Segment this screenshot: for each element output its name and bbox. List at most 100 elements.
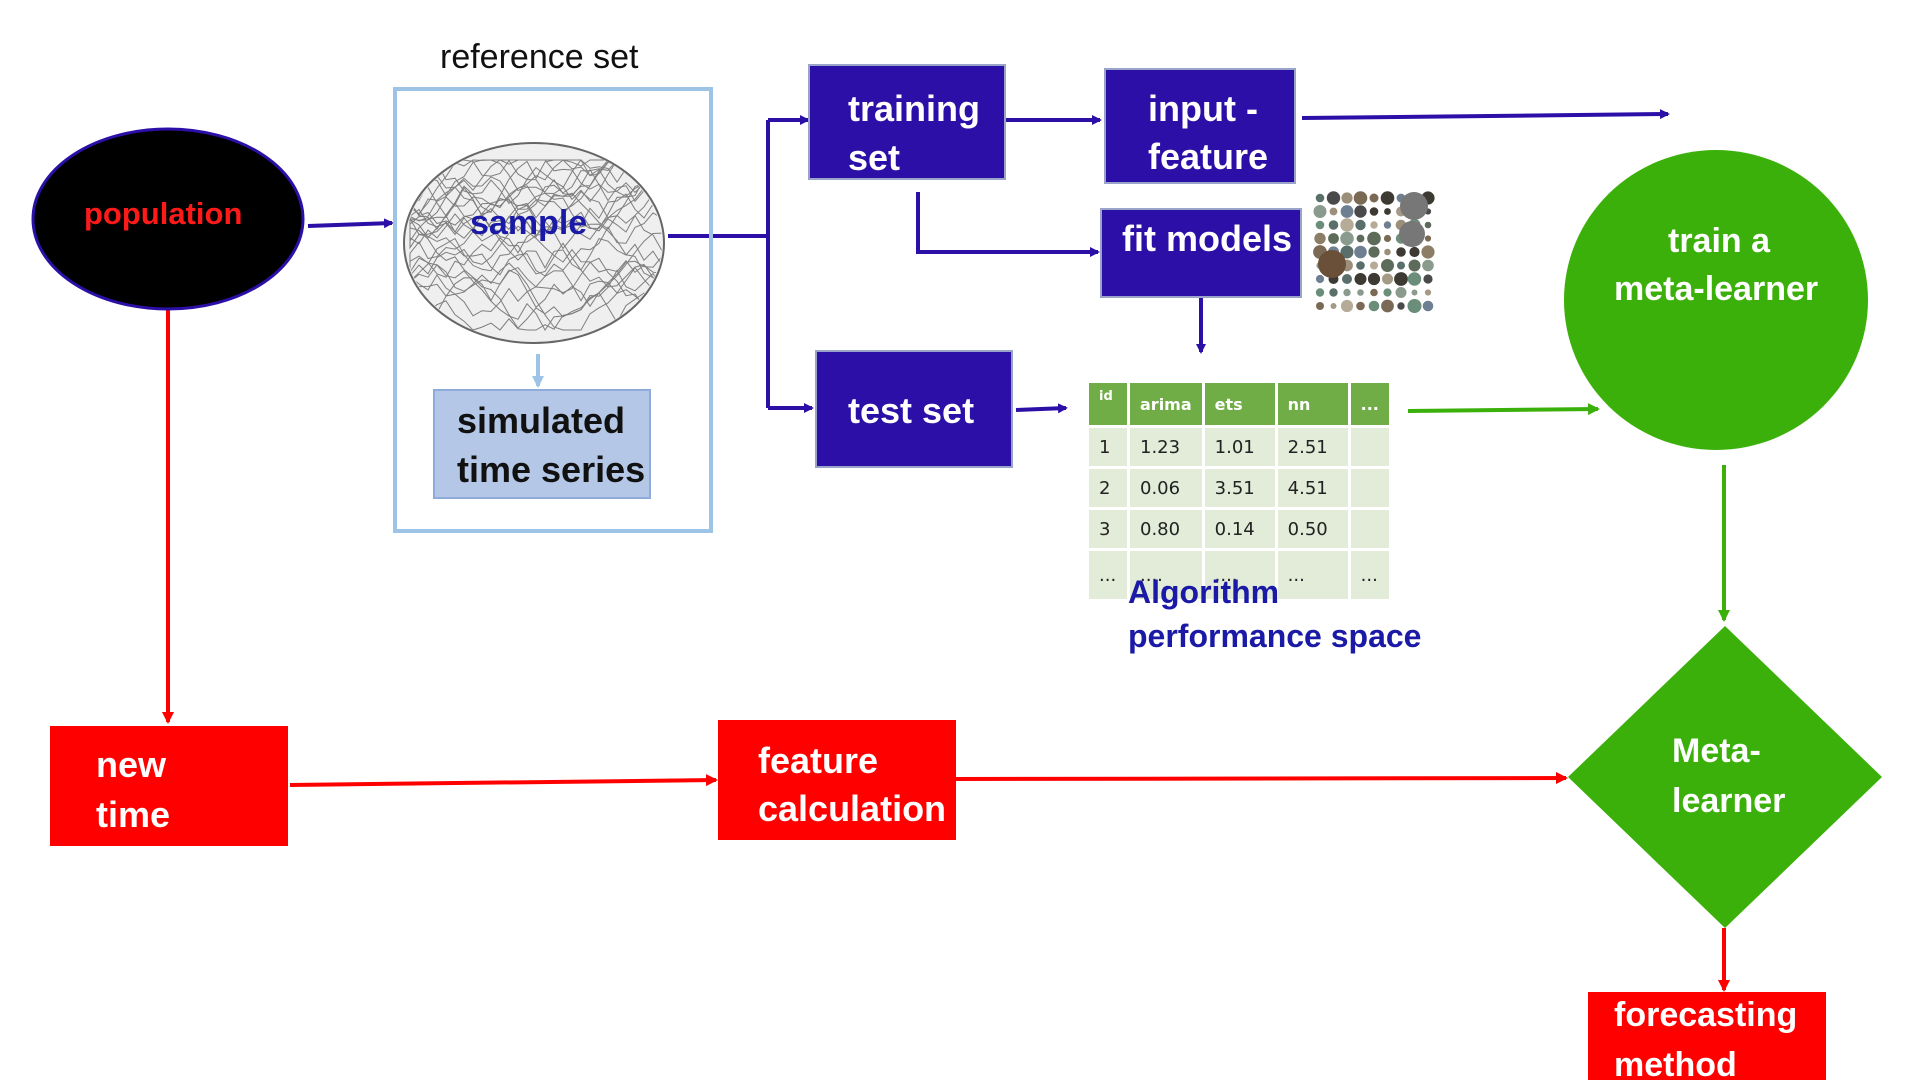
- sample-series-line: [409, 168, 662, 287]
- model-dot: [1356, 301, 1365, 311]
- model-dot: [1330, 303, 1337, 309]
- table-cell: ...: [1089, 551, 1127, 599]
- sample-series-line: [409, 192, 662, 252]
- model-dot: [1380, 191, 1395, 205]
- model-dot: [1397, 302, 1405, 310]
- model-dot: [1423, 274, 1433, 284]
- table-cell: [1350, 510, 1389, 548]
- sample-series-line: [409, 212, 662, 277]
- model-dot: [1314, 232, 1326, 245]
- model-dot: [1356, 261, 1365, 270]
- table-cell: 3.51: [1204, 469, 1275, 507]
- table-header-cell: ets: [1204, 383, 1275, 425]
- model-dot: [1409, 246, 1420, 258]
- table-cell: 0.14: [1204, 510, 1275, 548]
- sample-series-line: [409, 222, 662, 309]
- algorithm-performance-table: id arima ets nn ... 1 1.23 1.01 2.51 2 0…: [1086, 380, 1392, 602]
- model-dot: [1368, 246, 1380, 258]
- sample-series-line: [409, 182, 662, 261]
- model-dot: [1329, 288, 1338, 297]
- table-cell: 1: [1089, 428, 1127, 466]
- table-row: 3 0.80 0.14 0.50: [1089, 510, 1389, 548]
- table-header-cell: ...: [1350, 383, 1389, 425]
- model-dot: [1382, 273, 1393, 285]
- new-time-node: [50, 726, 288, 846]
- model-dot: [1369, 207, 1379, 216]
- model-dot: [1368, 300, 1380, 312]
- training-label-line2: set: [848, 137, 901, 178]
- meta-label-line1: Meta-: [1672, 732, 1761, 770]
- test-set-node: [815, 350, 1013, 468]
- model-dot: [1424, 289, 1432, 296]
- algorithm-label-line1: Algorithm: [1128, 574, 1280, 610]
- model-dot: [1407, 299, 1422, 313]
- table-cell: 0.06: [1130, 469, 1202, 507]
- model-dot: [1399, 221, 1425, 247]
- models-dot-matrix-icon: [1313, 191, 1435, 313]
- model-dot: [1318, 250, 1346, 278]
- model-dot: [1408, 259, 1421, 272]
- feature-calculation-node: [718, 720, 956, 840]
- table-row: 2 0.06 3.51 4.51: [1089, 469, 1389, 507]
- forecast-label-line1: forecasting: [1614, 996, 1798, 1034]
- model-dot: [1355, 219, 1366, 231]
- model-dot: [1367, 231, 1381, 246]
- model-dot: [1313, 205, 1327, 218]
- population-node: [31, 127, 305, 311]
- sample-series-line: [409, 237, 662, 288]
- model-dot: [1381, 299, 1394, 313]
- table-header-cell: id: [1089, 383, 1127, 425]
- population-label: population: [84, 196, 243, 231]
- sample-series-line: [409, 232, 662, 331]
- model-dot: [1370, 221, 1378, 229]
- input-label-line2: feature: [1148, 136, 1269, 177]
- meta-label-line2: learner: [1672, 782, 1786, 820]
- fit-models-node: [1100, 208, 1302, 298]
- model-dot: [1340, 245, 1354, 259]
- feature-label-line1: feature: [758, 740, 879, 781]
- model-dot: [1341, 192, 1353, 204]
- model-dot: [1340, 218, 1354, 232]
- model-dot: [1424, 235, 1432, 242]
- model-dot: [1357, 289, 1364, 296]
- model-dot: [1411, 289, 1418, 296]
- model-dot: [1315, 274, 1325, 284]
- feature-label-line2: calculation: [758, 788, 947, 829]
- table-cell: ...: [1350, 551, 1389, 599]
- forecast-label-line2: method: [1614, 1046, 1737, 1084]
- table-row: 1 1.23 1.01 2.51: [1089, 428, 1389, 466]
- model-dot: [1370, 261, 1378, 270]
- model-dot: [1384, 208, 1391, 215]
- train-label-line1: train a: [1668, 222, 1771, 260]
- model-dot: [1424, 221, 1432, 229]
- train-meta-learner-node: [1564, 150, 1868, 450]
- table-header-cell: nn: [1277, 383, 1348, 425]
- model-dot: [1340, 231, 1354, 246]
- table-cell: [1350, 469, 1389, 507]
- simulated-label-line1: simulated: [457, 400, 626, 441]
- model-dot: [1395, 287, 1407, 298]
- table-cell: [1350, 428, 1389, 466]
- simulated-label-line2: time series: [457, 449, 646, 490]
- algorithm-label-line2: performance space: [1128, 618, 1422, 654]
- training-set-node: [808, 64, 1006, 180]
- table-cell: ...: [1277, 551, 1348, 599]
- model-dot: [1353, 191, 1368, 205]
- table-cell: 0.50: [1277, 510, 1348, 548]
- table-cell: 4.51: [1277, 469, 1348, 507]
- table-cell: 2.51: [1277, 428, 1348, 466]
- sample-label: sample: [470, 204, 588, 242]
- model-dot: [1315, 288, 1325, 297]
- model-dot: [1394, 272, 1408, 286]
- table-cell: 2: [1089, 469, 1127, 507]
- reference-set-title: reference set: [440, 38, 639, 76]
- sample-series-line: [409, 174, 662, 271]
- model-dot: [1326, 191, 1341, 205]
- model-dot: [1396, 247, 1406, 257]
- model-dot: [1315, 220, 1325, 230]
- model-dot: [1381, 259, 1394, 272]
- table-row: ... .... .... ... ...: [1089, 551, 1389, 599]
- new-time-label-line2: time: [96, 794, 171, 835]
- model-dot: [1328, 220, 1339, 230]
